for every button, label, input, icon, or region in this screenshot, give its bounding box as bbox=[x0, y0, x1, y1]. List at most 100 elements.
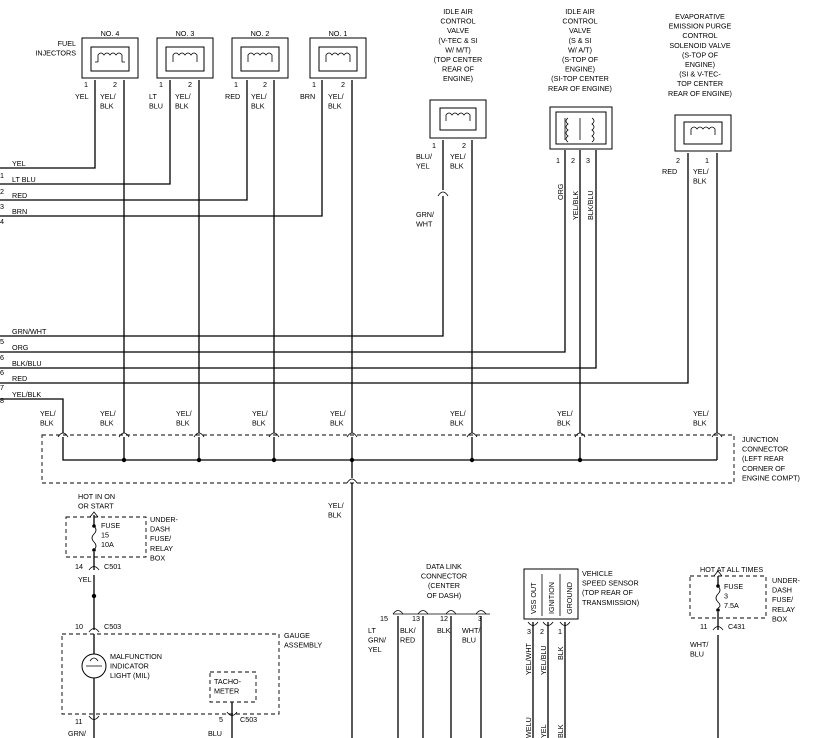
left-wire-num: 4 bbox=[0, 217, 4, 226]
iacv-s-si-wire3: BLK/BLU bbox=[586, 190, 595, 220]
injector-no2-pin1: 1 bbox=[234, 80, 238, 89]
junction-wire-label: YEL/BLK bbox=[557, 409, 573, 428]
injector-no2-wire2: YEL/BLK bbox=[251, 92, 267, 111]
gauge-pin10: 10 bbox=[75, 622, 83, 631]
left-wire-label: RED bbox=[12, 374, 27, 383]
left-wire-num: 6 bbox=[0, 368, 4, 377]
fuse3-pin: 11 bbox=[700, 622, 707, 631]
injector-no2-wire1: RED bbox=[225, 92, 240, 101]
coil-icon bbox=[690, 126, 716, 135]
dlc-wire: WHT/BLU bbox=[462, 626, 480, 645]
injector-no1: NO. 1 1 2 BRN YEL/BLK bbox=[300, 29, 367, 111]
gauge-conn: C503 bbox=[104, 622, 121, 631]
injector-no3-wire2: YEL/BLK bbox=[175, 92, 191, 111]
vss-wire: BLK bbox=[556, 646, 565, 660]
iacv-vtec-pin1: 1 bbox=[432, 141, 436, 150]
junction-wire-label: YEL/BLK bbox=[252, 409, 268, 428]
evap-wire1: YEL/BLK bbox=[693, 167, 709, 186]
injector-no2: NO. 2 1 2 RED YEL/BLK bbox=[225, 29, 289, 111]
left-wire-num: 5 bbox=[0, 337, 4, 346]
dlc-pin: 13 bbox=[412, 614, 420, 623]
injector-no1-pin2: 2 bbox=[341, 80, 345, 89]
vss-pin: 2 bbox=[540, 627, 544, 636]
injector-no1-pin1: 1 bbox=[312, 80, 316, 89]
dlc-pin: 3 bbox=[478, 614, 482, 623]
fuse15-pin: 14 bbox=[75, 562, 83, 571]
vss-term: IGNITION bbox=[547, 582, 556, 614]
left-wire-num: 3 bbox=[0, 202, 4, 211]
gauge-pin11-wire: GRN/ bbox=[68, 729, 86, 738]
left-wire-num: 7 bbox=[0, 383, 4, 392]
left-wire-label: ORG bbox=[12, 343, 29, 352]
iacv-s-si-pin2: 2 bbox=[571, 156, 575, 165]
injector-no4-wire1: YEL bbox=[75, 92, 89, 101]
vss-wire-bottom: BLK bbox=[556, 724, 565, 738]
junction-wire-label: YEL/BLK bbox=[40, 409, 56, 428]
vss-wire: YEL/BLU bbox=[539, 645, 548, 675]
iacv-vtec-wire2: YEL/BLK bbox=[450, 152, 466, 171]
injector-no4-wire2: YEL/BLK bbox=[100, 92, 116, 111]
injector-no4-pin2: 2 bbox=[113, 80, 117, 89]
injector-no2-pin2: 2 bbox=[263, 80, 267, 89]
dlc-wire: BLK bbox=[437, 626, 451, 635]
injector-no1-name: NO. 1 bbox=[329, 29, 348, 38]
junction-wire-label: YEL/BLK bbox=[330, 409, 346, 428]
left-wire-label: YEL/BLK bbox=[12, 390, 41, 399]
fuse3-hot-label: HOT AT ALL TIMES bbox=[700, 565, 763, 574]
vss-term: VSS OUT bbox=[529, 582, 538, 614]
injector-no3-pin1: 1 bbox=[159, 80, 163, 89]
vss-term: GROUND bbox=[565, 582, 574, 614]
iacv-s-si-pin1: 1 bbox=[556, 156, 560, 165]
vss-pin: 3 bbox=[527, 627, 531, 636]
coil-icon bbox=[325, 52, 351, 62]
junction-wire-label: YEL/BLK bbox=[450, 409, 466, 428]
left-wire-num: 2 bbox=[0, 187, 4, 196]
gauge-conn2: C503 bbox=[240, 715, 257, 724]
left-wire-num: 1 bbox=[0, 171, 4, 180]
injector-no4-name: NO. 4 bbox=[101, 29, 120, 38]
junction-wire-label: YEL/BLK bbox=[693, 409, 709, 428]
iacv-vtec-pin2: 2 bbox=[462, 141, 466, 150]
injector-no3-name: NO. 3 bbox=[176, 29, 195, 38]
fuse15-wire: YEL bbox=[78, 575, 92, 584]
injector-no1-wire1: BRN bbox=[300, 92, 315, 101]
left-wire-labels: 1 YEL 2 LT BLU 3 RED 4 BRN 5 GRN/WHT 6 O… bbox=[0, 159, 64, 433]
evap-wire2: RED bbox=[662, 167, 677, 176]
injector-no1-wire2: YEL/BLK bbox=[328, 92, 344, 111]
left-wire-label: RED bbox=[12, 191, 27, 200]
gauge-pin5: 5 bbox=[219, 715, 223, 724]
coil-icon bbox=[172, 52, 198, 62]
dlc-pin: 15 bbox=[380, 614, 388, 623]
vss-wire-bottom: YEL bbox=[539, 724, 548, 738]
injector-no2-name: NO. 2 bbox=[251, 29, 270, 38]
injector-no3-pin2: 2 bbox=[188, 80, 192, 89]
dlc-pin: 12 bbox=[440, 614, 448, 623]
junction-out-label: YEL/BLK bbox=[328, 501, 344, 520]
vss-pin: 1 bbox=[558, 627, 562, 636]
vss-wire-bottom: WELU bbox=[524, 717, 533, 738]
left-wire-label: YEL bbox=[12, 159, 26, 168]
